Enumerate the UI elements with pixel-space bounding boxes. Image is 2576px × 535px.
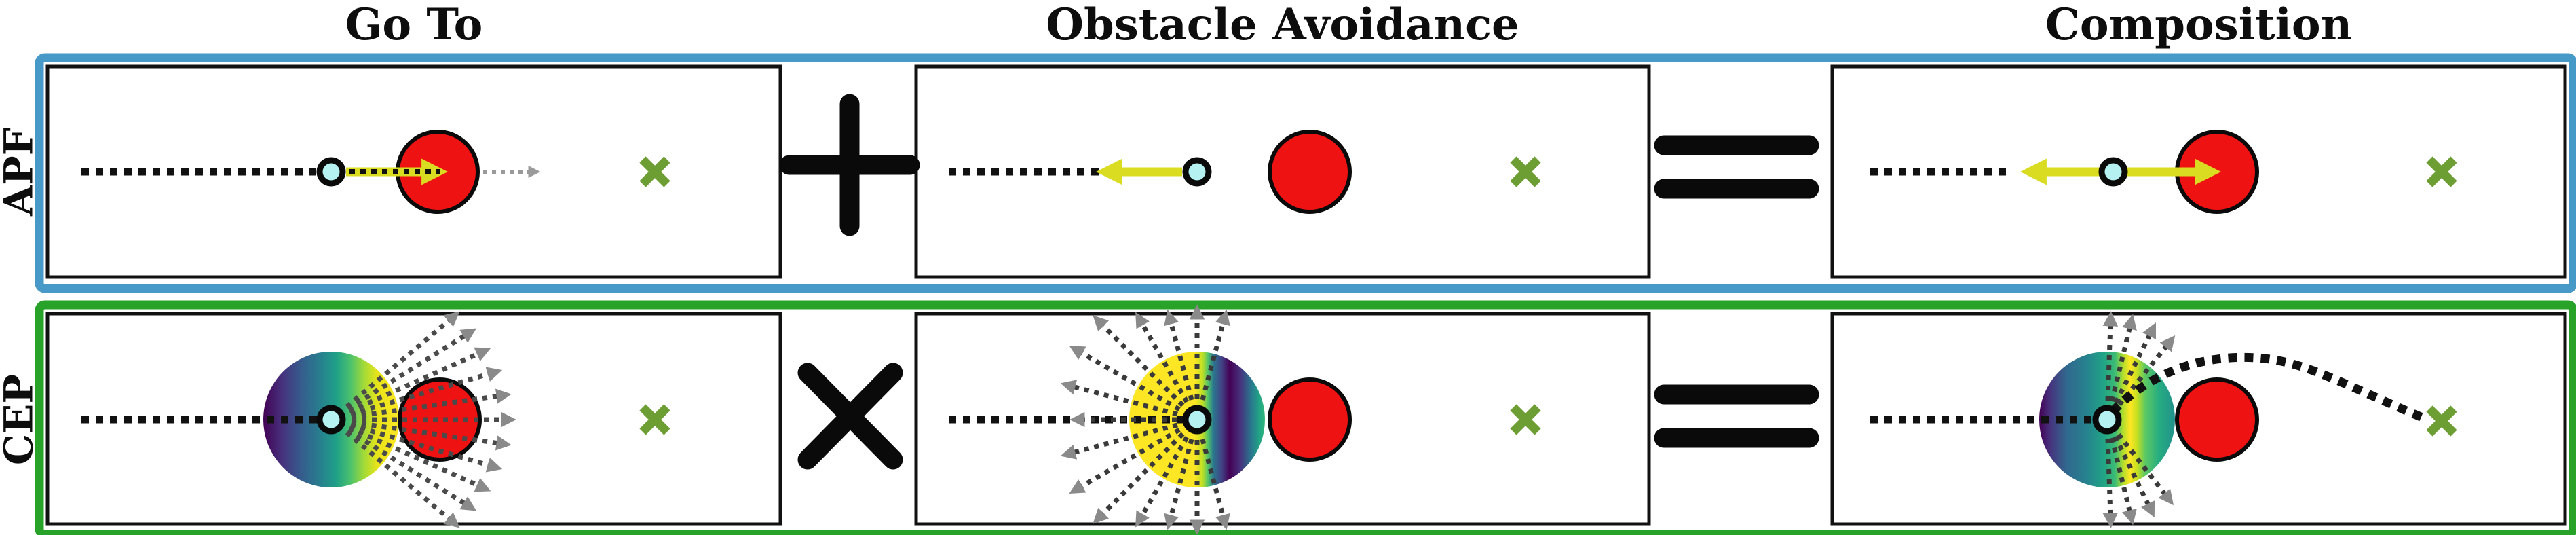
column-title-composition: Composition	[2045, 0, 2352, 50]
goal-x-icon	[2426, 156, 2457, 187]
obstacle-circle	[1268, 130, 1352, 214]
cep-composition-content	[1870, 311, 2457, 528]
sampled-direction-arrows	[2102, 311, 2176, 528]
robot-circle	[316, 157, 346, 187]
robot-circle	[2098, 157, 2128, 187]
row-label-apf: APF	[0, 128, 41, 217]
goal-x-icon	[639, 404, 670, 435]
operator-plus-icon	[779, 94, 920, 236]
operator-equals-cep-icon	[1654, 384, 1819, 448]
obstacle-circle	[1268, 377, 1352, 462]
operator-times-icon	[797, 363, 903, 470]
operator-equals-apf-icon	[1654, 135, 1819, 199]
goal-x-icon	[639, 156, 670, 187]
sampled-direction-arrows	[1060, 304, 1230, 535]
column-title-go-to: Go To	[345, 0, 483, 50]
apf-go-to-content	[81, 130, 670, 214]
robot-circle	[316, 405, 346, 435]
robot-circle	[2092, 405, 2122, 435]
goal-x-icon	[2426, 405, 2457, 437]
cep-go-to-content	[81, 311, 670, 528]
obstacle-circle	[2175, 377, 2259, 462]
robot-circle	[1182, 157, 1212, 187]
row-label-cep: CEP	[0, 374, 41, 465]
avoidance-trajectory-curve	[2109, 352, 2426, 422]
apf-obstacle-avoidance-content	[949, 130, 1541, 214]
cep-obstacle-avoidance-content	[949, 304, 1541, 535]
robot-circle	[1182, 405, 1212, 435]
obstacle-circle	[398, 377, 482, 462]
goal-x-icon	[1510, 404, 1541, 435]
column-title-obstacle-avoidance: Obstacle Avoidance	[1046, 0, 1519, 50]
sampled-direction-arrows	[345, 311, 516, 528]
goal-x-icon	[1510, 156, 1541, 187]
apf-composition-content	[1870, 130, 2457, 214]
